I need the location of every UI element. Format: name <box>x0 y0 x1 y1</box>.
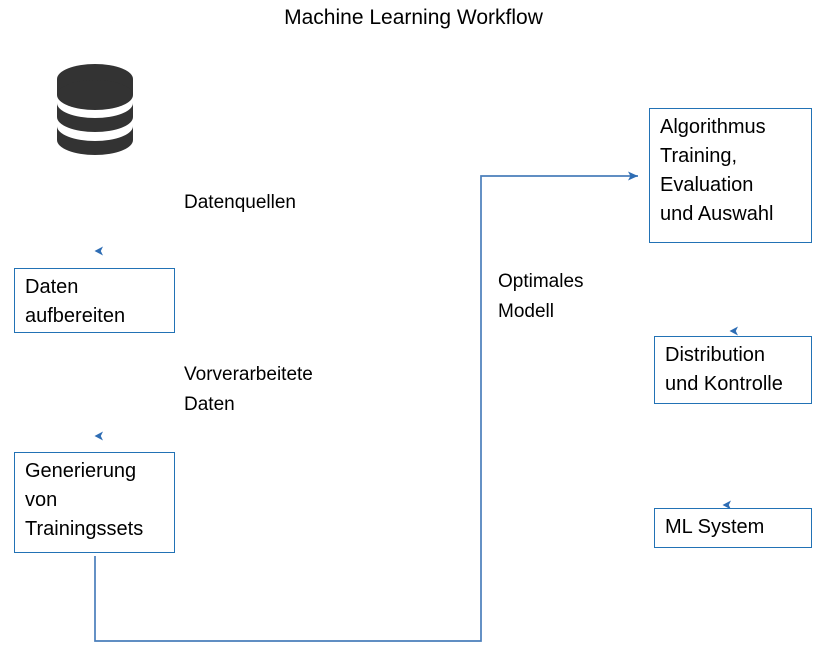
node-distribution-und-kontrolle[interactable]: Distribution und Kontrolle <box>654 336 812 404</box>
edge-generierung-to-algorithmus <box>94 171 638 642</box>
node-generierung-von-trainingssets[interactable]: Generierung von Trainingssets <box>14 452 175 553</box>
page-title: Machine Learning Workflow <box>284 6 543 29</box>
edge-label-vorverarbeitete-daten: Vorverarbeitete Daten <box>184 364 313 415</box>
edge-label-optimales-modell: Optimales Modell <box>498 271 584 322</box>
node-ml-system[interactable]: ML System <box>654 508 812 548</box>
edge-label-datenquellen: Datenquellen <box>184 192 296 213</box>
database-icon <box>55 62 135 157</box>
node-algorithmus-training-evaluation-auswahl[interactable]: Algorithmus Training, Evaluation und Aus… <box>649 108 812 243</box>
node-daten-aufbereiten[interactable]: Daten aufbereiten <box>14 268 175 333</box>
